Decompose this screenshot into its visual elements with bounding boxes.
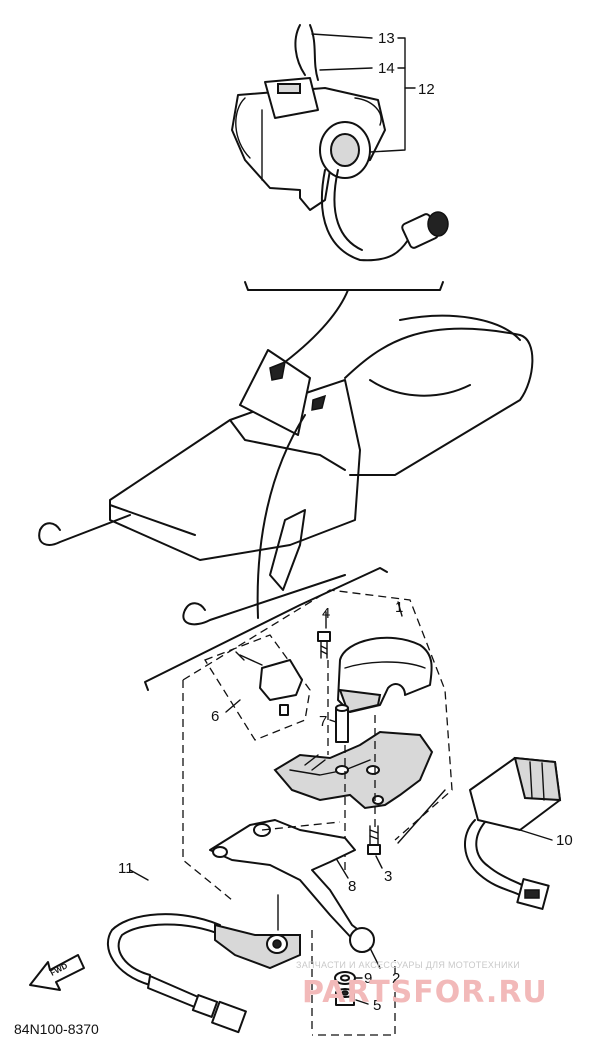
link-line-lower	[256, 414, 306, 619]
group-brace-lower	[144, 567, 388, 691]
washer-part-9	[334, 971, 356, 985]
callout-10: 10	[556, 832, 573, 849]
nut-part-5	[335, 988, 355, 1006]
leader-3	[375, 855, 383, 869]
link-line-top	[284, 289, 349, 363]
screw-part-4	[317, 631, 331, 659]
callout-1: 1	[395, 599, 403, 616]
callout-leaders-top	[311, 33, 416, 153]
watermark-brand: PARTSFOR.RU	[302, 975, 548, 1010]
assembly-1-boundary	[182, 589, 453, 1036]
leader-10-b	[397, 789, 446, 844]
callout-8: 8	[348, 878, 356, 895]
callout-5: 5	[373, 997, 381, 1014]
callout-7: 7	[319, 713, 327, 730]
switch-unit-part-10	[463, 756, 562, 910]
callout-14: 14	[378, 60, 395, 77]
callout-12: 12	[418, 81, 435, 98]
leader-2	[369, 947, 381, 969]
lever-bracket	[273, 730, 434, 810]
snowmobile-outline	[38, 314, 534, 626]
leader-7	[329, 719, 337, 723]
leader-11	[129, 869, 149, 881]
leader-5	[355, 999, 369, 1005]
callout-11: 11	[118, 860, 134, 877]
pin-part-7	[335, 704, 349, 743]
align-line-lever	[261, 821, 341, 831]
forward-arrow: FWD	[29, 954, 85, 991]
watermark-tagline: ЗАПЧАСТИ И АКСЕССУАРЫ ДЛЯ МОТОТЕХНИКИ	[296, 960, 520, 970]
callout-3: 3	[384, 868, 392, 885]
callout-9: 9	[364, 970, 372, 987]
brake-lever-part-2	[209, 819, 375, 953]
clamp-cover	[337, 636, 433, 714]
subgroup-6-boundary	[204, 634, 311, 741]
diagram-code: 84N100-8370	[14, 1021, 99, 1037]
bolt-part-3	[367, 825, 381, 855]
callout-13: 13	[378, 30, 395, 47]
group-brace-top	[244, 281, 444, 291]
brake-switch-part-11	[106, 913, 301, 1034]
callout-4: 4	[322, 605, 330, 622]
leader-1	[397, 601, 403, 617]
leader-6	[225, 699, 241, 713]
switch-part-6	[235, 651, 303, 716]
throttle-housing-assembly	[231, 24, 449, 262]
callout-2: 2	[392, 970, 400, 987]
callout-6: 6	[211, 708, 219, 725]
leader-10	[519, 829, 553, 841]
